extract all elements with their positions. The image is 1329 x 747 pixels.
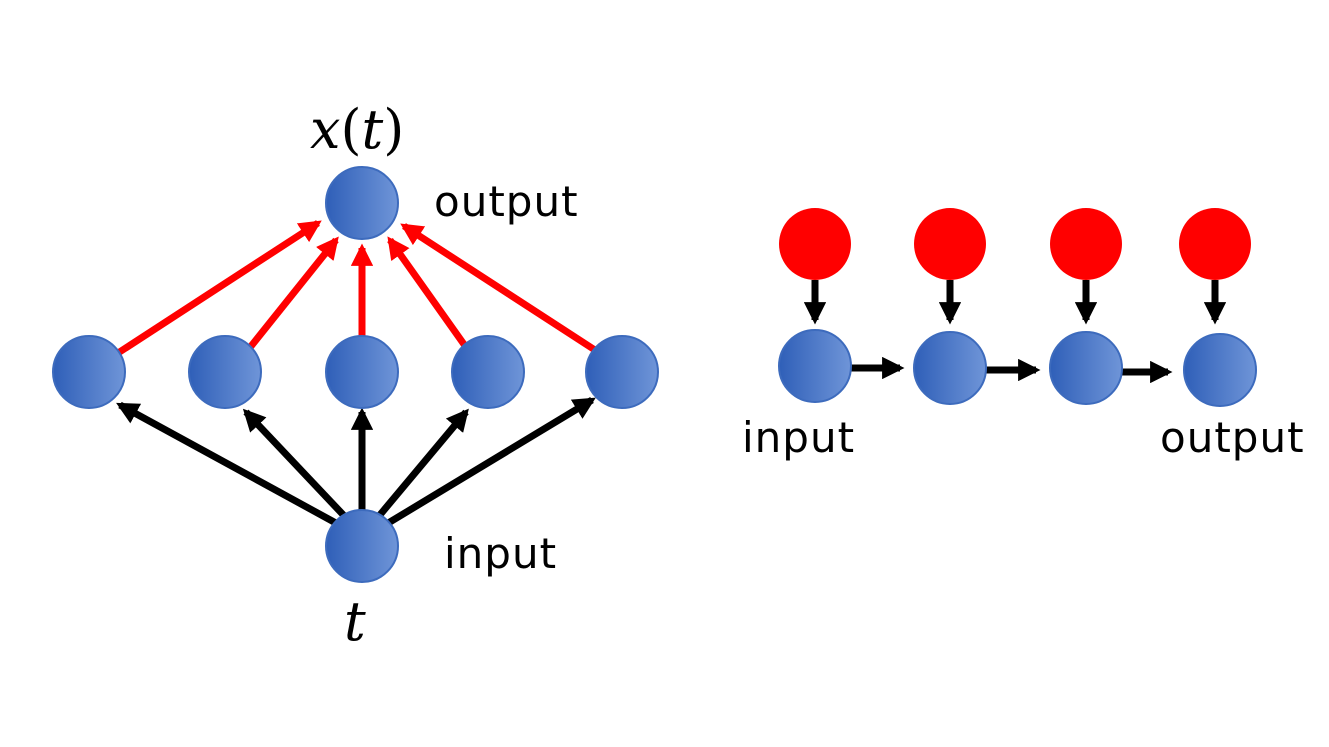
edge-hidden-output-5 xyxy=(400,223,600,355)
edge-hidden-output-2 xyxy=(245,236,339,353)
output-node xyxy=(325,166,399,240)
edge-input-hidden-1 xyxy=(116,401,347,532)
right-input-label: input xyxy=(742,413,855,462)
edge-hidden-output-1 xyxy=(116,220,322,356)
chain-node-2 xyxy=(913,331,987,405)
top-red-node-4 xyxy=(1179,208,1251,280)
left-network-diagram: x(t) output input t xyxy=(52,98,659,653)
top-red-node-3 xyxy=(1050,208,1122,280)
right-chain-diagram: input output xyxy=(742,208,1305,462)
chain-node-4 xyxy=(1183,333,1257,407)
chain-node-1 xyxy=(778,329,852,403)
input-to-hidden-edges xyxy=(116,397,596,532)
edge-input-hidden-2 xyxy=(242,408,353,525)
edge-hidden-output-4 xyxy=(387,236,471,353)
hidden-node-1 xyxy=(52,335,126,409)
edge-input-hidden-5 xyxy=(378,397,596,531)
right-output-label: output xyxy=(1160,413,1305,462)
left-output-label: output xyxy=(434,177,579,226)
chain-node-3 xyxy=(1049,331,1123,405)
hidden-node-3 xyxy=(325,335,399,409)
edge-input-hidden-4 xyxy=(371,408,469,525)
input-node xyxy=(325,509,399,583)
output-math-label: x(t) xyxy=(310,98,404,161)
hidden-node-2 xyxy=(188,335,262,409)
hidden-node-5 xyxy=(585,335,659,409)
input-math-label: t xyxy=(344,590,366,653)
hidden-node-4 xyxy=(451,335,525,409)
top-red-node-2 xyxy=(914,208,986,280)
left-input-label: input xyxy=(444,529,557,578)
top-red-node-1 xyxy=(779,208,851,280)
hidden-to-output-edges xyxy=(116,220,600,356)
